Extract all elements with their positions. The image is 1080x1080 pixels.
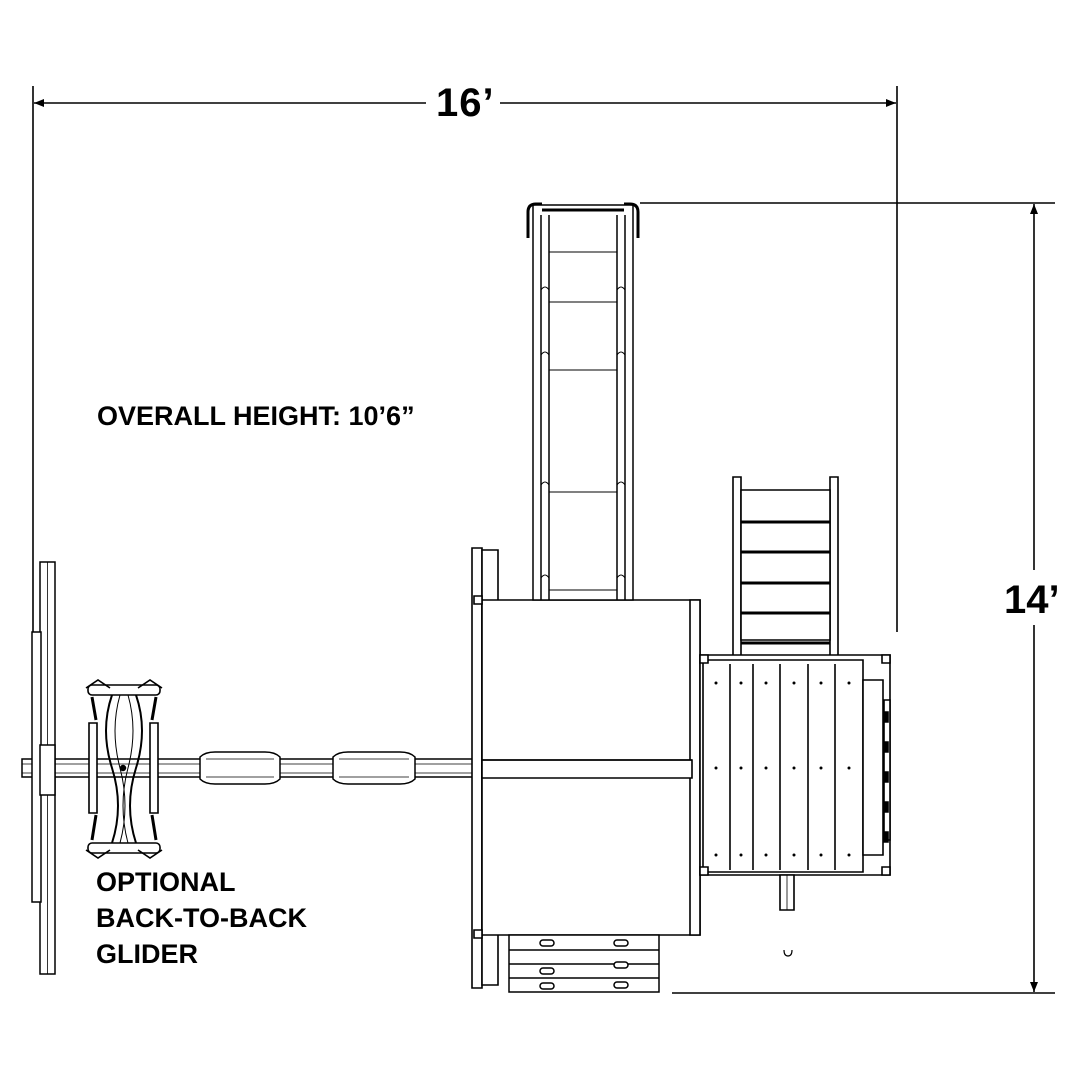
deck-bolt-dots (714, 681, 851, 857)
glider-note-line-1: OPTIONAL (96, 867, 236, 897)
climbing-ladder (733, 477, 838, 657)
glider-note-line-3: GLIDER (96, 939, 199, 969)
width-dimension (33, 86, 897, 632)
belt-swing-seats (200, 752, 415, 784)
depth-dimension-label: 14’ (1004, 578, 1060, 622)
overall-height-note: OVERALL HEIGHT: 10’6” (97, 401, 415, 431)
a-frame-end (32, 562, 55, 974)
entry-steps (509, 935, 659, 992)
width-dimension-label: 16’ (436, 81, 495, 125)
depth-dimension (640, 203, 1055, 993)
glider-note-line-2: BACK-TO-BACK (96, 903, 307, 933)
wave-slide (528, 204, 638, 600)
back-to-back-glider (86, 680, 162, 858)
glider-note: OPTIONAL BACK-TO-BACK GLIDER (96, 864, 307, 972)
small-hook-mark (784, 950, 792, 956)
tower-deck (472, 548, 700, 988)
lower-deck (700, 655, 890, 910)
